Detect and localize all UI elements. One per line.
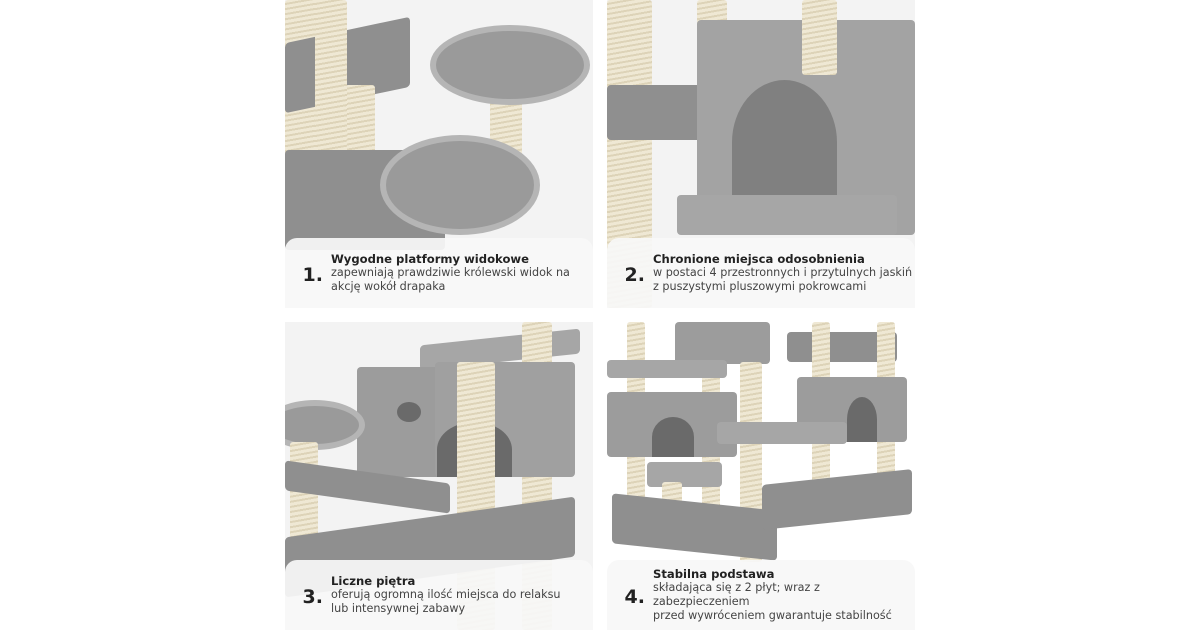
feature-description: składająca się z 2 płyt; wraz z zabezpie…: [653, 581, 820, 608]
feature-description: lub intensywnej zabawy: [331, 602, 466, 615]
feature-description: akcję wokół drapaka: [331, 280, 446, 293]
feature-number: 4.: [624, 586, 645, 608]
feature-description: zapewniają prawdziwie królewski widok na: [331, 266, 570, 279]
feature-number: 1.: [302, 264, 323, 286]
feature-title: Chronione miejsca odosobnienia: [653, 252, 865, 266]
feature-description: oferują ogromną ilość miejsca do relaksu: [331, 588, 561, 601]
feature-title: Stabilna podstawa: [653, 567, 775, 581]
feature-description: z puszystymi pluszowymi pokrowcami: [653, 280, 867, 293]
feature-title: Wygodne platformy widokowe: [331, 252, 529, 266]
feature-description: w postaci 4 przestronnych i przytulnych …: [653, 266, 913, 279]
feature-title: Liczne piętra: [331, 574, 416, 588]
feature-number: 3.: [302, 586, 323, 608]
feature-description: przed wywróceniem gwarantuje stabilność: [653, 609, 892, 622]
feature-number: 2.: [624, 264, 645, 286]
